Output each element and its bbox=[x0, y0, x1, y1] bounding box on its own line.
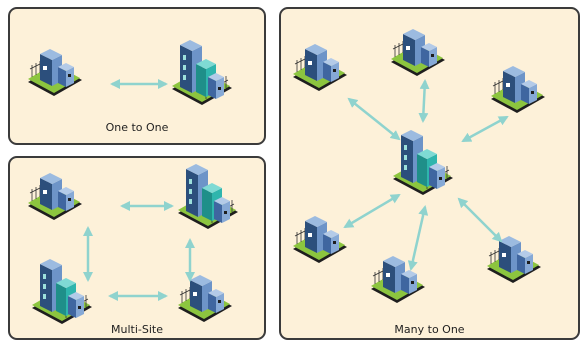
bidirectional-arrow-icon bbox=[457, 197, 503, 243]
building-site-icon bbox=[27, 172, 83, 221]
headquarters-site-icon bbox=[171, 39, 233, 106]
one-to-one-diagram bbox=[27, 39, 233, 106]
multi-site-diagram bbox=[27, 163, 239, 325]
building-site-icon bbox=[292, 43, 348, 92]
building-site-icon bbox=[486, 235, 542, 284]
bidirectional-arrow-icon bbox=[347, 97, 401, 141]
bidirectional-arrow-icon bbox=[343, 193, 401, 229]
many-to-one-diagram bbox=[292, 28, 546, 304]
multi-site-panel: Multi-Site bbox=[8, 156, 266, 340]
building-site-icon bbox=[490, 65, 546, 114]
bidirectional-arrow-icon bbox=[418, 79, 430, 123]
one-to-one-label: One to One bbox=[105, 121, 169, 134]
many-to-one-label: Many to One bbox=[394, 323, 465, 336]
one-to-one-panel: One to One bbox=[8, 7, 266, 145]
building-site-icon bbox=[370, 255, 426, 304]
headquarters-site-icon bbox=[392, 129, 454, 196]
bidirectional-arrow-icon bbox=[407, 205, 429, 271]
building-site-icon bbox=[177, 274, 233, 323]
headquarters-site-icon bbox=[177, 163, 239, 230]
bidirectional-arrow-icon bbox=[461, 115, 509, 143]
multi-site-label: Multi-Site bbox=[111, 323, 163, 336]
building-site-icon bbox=[390, 28, 446, 77]
building-site-icon bbox=[27, 48, 83, 97]
building-site-icon bbox=[292, 215, 348, 264]
many-to-one-panel: Many to One bbox=[279, 7, 580, 340]
headquarters-site-icon bbox=[31, 258, 93, 325]
